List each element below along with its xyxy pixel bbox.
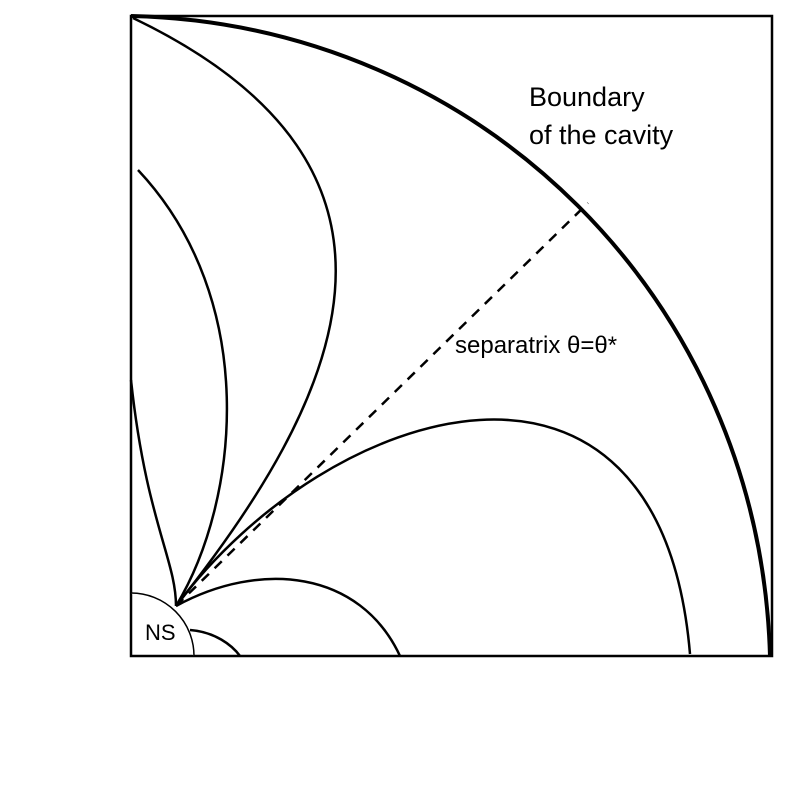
separatrix-label: separatrix θ=θ* [455, 332, 617, 359]
field-line-3 [132, 16, 337, 607]
field-line-1 [129, 379, 178, 607]
plot-frame [129, 14, 774, 658]
cavity-boundary-arc [130, 14, 772, 657]
field-line-5 [175, 577, 402, 657]
field-line-4 [174, 418, 692, 655]
neutron-star-circle [130, 592, 195, 657]
separatrix-line [175, 202, 589, 607]
neutron-star-label: NS [145, 620, 176, 645]
boundary-label-line2: of the cavity [529, 120, 674, 150]
field-line-2 [137, 169, 229, 607]
field-line-6 [189, 628, 242, 657]
boundary-label-line1: Boundary [529, 82, 645, 112]
